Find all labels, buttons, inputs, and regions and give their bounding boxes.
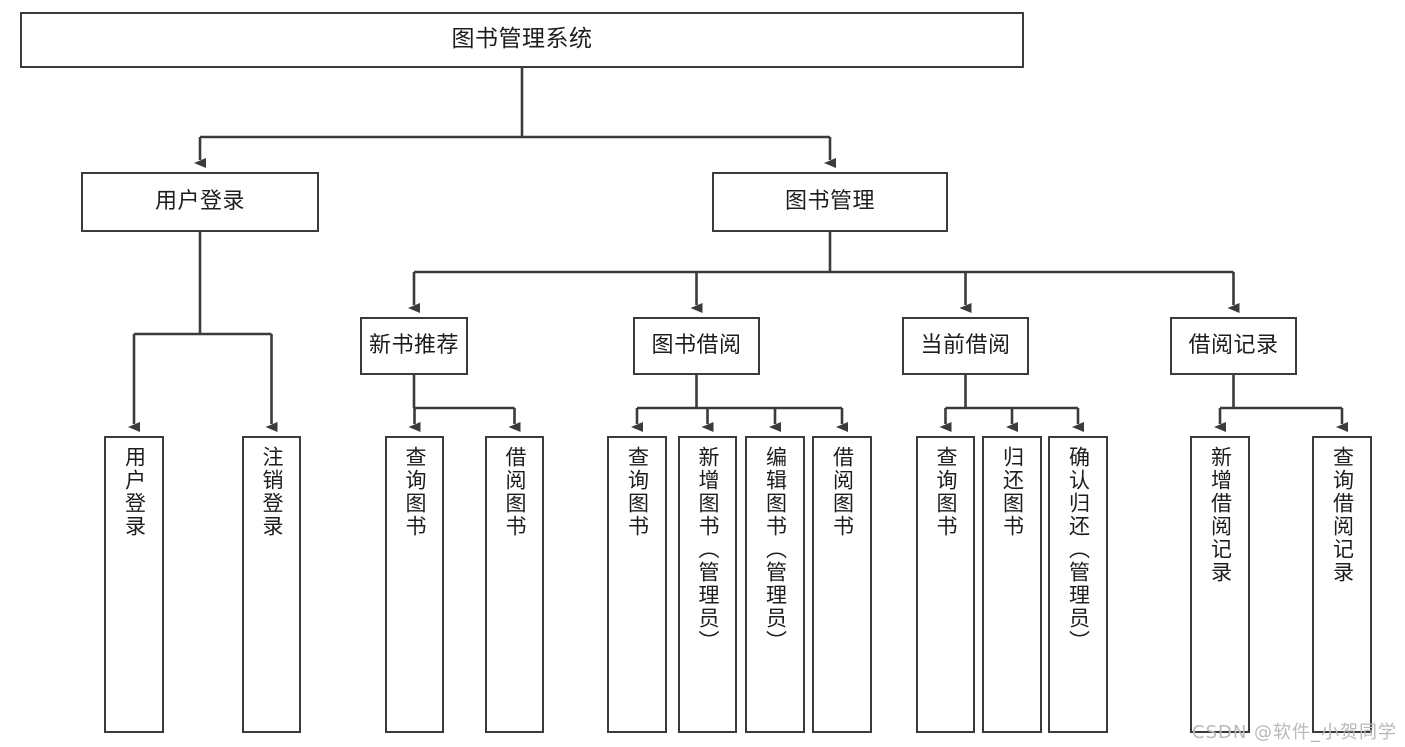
watermark-text: CSDN @软件_小贺同学 xyxy=(1192,722,1398,743)
node-label: 图书借阅 xyxy=(651,333,742,359)
leaf-new-books-borrow[interactable]: 借阅图书 xyxy=(485,436,544,733)
leaf-borrow-borrow-book[interactable]: 借阅图书 xyxy=(812,436,872,733)
node-label: 图书管理 xyxy=(784,189,875,215)
node-label: 新书推荐 xyxy=(368,333,459,359)
leaf-current-confirm-return[interactable]: 确认归还（管理员） xyxy=(1048,436,1108,733)
node-label: 编辑图书（管理员） xyxy=(763,446,788,653)
leaf-borrow-query[interactable]: 查询图书 xyxy=(607,436,667,733)
node-label: 用户登录 xyxy=(122,446,147,538)
leaf-current-query[interactable]: 查询图书 xyxy=(916,436,975,733)
node-book-management[interactable]: 图书管理 xyxy=(712,172,948,232)
node-label: 查询图书 xyxy=(625,446,650,538)
node-label: 图书管理系统 xyxy=(451,26,593,53)
node-label: 借阅图书 xyxy=(503,446,527,538)
leaf-current-return[interactable]: 归还图书 xyxy=(982,436,1042,733)
leaf-new-books-query[interactable]: 查询图书 xyxy=(385,436,444,733)
node-label: 查询图书 xyxy=(403,446,427,538)
leaf-records-query[interactable]: 查询借阅记录 xyxy=(1312,436,1372,733)
node-label: 归还图书 xyxy=(1000,446,1025,538)
leaf-borrow-add-book[interactable]: 新增图书（管理员） xyxy=(678,436,737,733)
node-user-login[interactable]: 用户登录 xyxy=(81,172,319,232)
leaf-records-add[interactable]: 新增借阅记录 xyxy=(1190,436,1250,733)
leaf-borrow-edit-book[interactable]: 编辑图书（管理员） xyxy=(745,436,805,733)
node-label: 借阅记录 xyxy=(1188,333,1279,359)
leaf-user-login-signin[interactable]: 用户登录 xyxy=(104,436,164,733)
node-root[interactable]: 图书管理系统 xyxy=(20,12,1024,68)
node-new-book-recommend[interactable]: 新书推荐 xyxy=(360,317,468,375)
node-label: 确认归还（管理员） xyxy=(1066,446,1091,653)
node-label: 新增图书（管理员） xyxy=(696,446,720,653)
node-label: 查询图书 xyxy=(934,446,958,538)
node-borrow-records[interactable]: 借阅记录 xyxy=(1170,317,1297,375)
node-book-borrow[interactable]: 图书借阅 xyxy=(633,317,760,375)
node-label: 借阅图书 xyxy=(830,446,855,538)
node-label: 用户登录 xyxy=(154,189,245,215)
node-label: 查询借阅记录 xyxy=(1330,446,1355,584)
node-label: 新增借阅记录 xyxy=(1208,446,1233,584)
node-current-borrow[interactable]: 当前借阅 xyxy=(902,317,1029,375)
leaf-user-login-signout[interactable]: 注销登录 xyxy=(242,436,301,733)
node-label: 当前借阅 xyxy=(920,333,1011,359)
node-label: 注销登录 xyxy=(260,446,284,538)
